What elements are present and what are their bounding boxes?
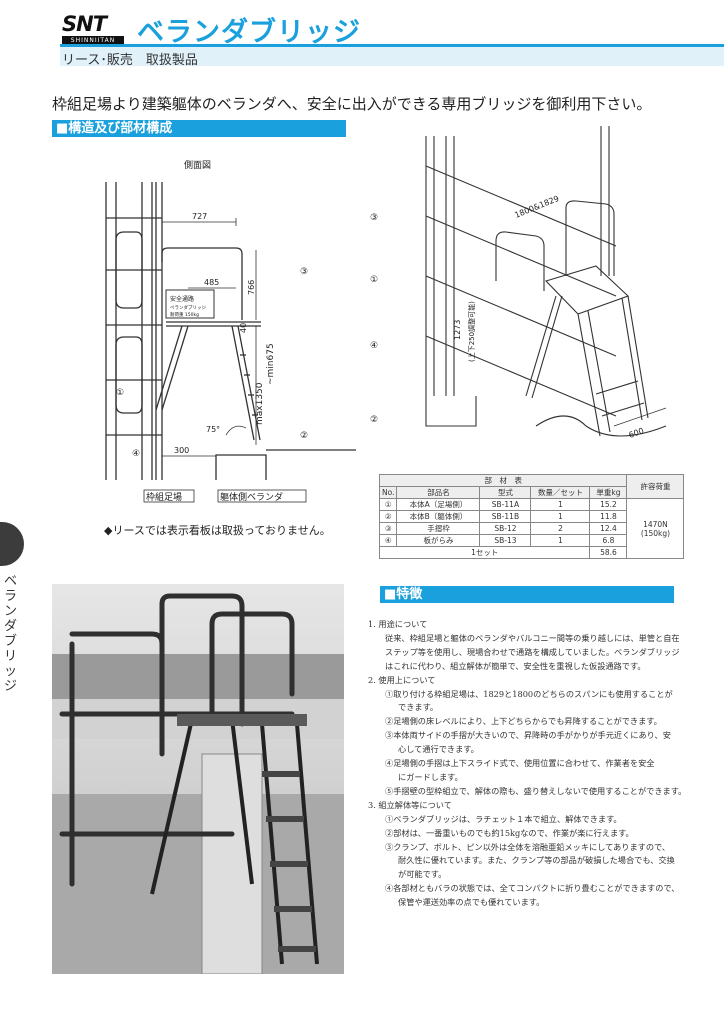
label-scaffold: 枠組足場 (146, 491, 182, 503)
dim-height: 1273 (453, 320, 462, 340)
features-item-cont: が可能です。 (398, 869, 447, 880)
features-item: ④各部材ともバラの状態では、全てコンパクトに折り畳むことができますので、 (385, 883, 680, 894)
side-tab (0, 522, 24, 566)
features-item-cont: 耐久性に優れています。また、クランプ等の部品が破損した場合でも、交換 (398, 855, 675, 866)
col-weight: 単重kg (589, 486, 628, 499)
dim-min: ~min675 (266, 343, 276, 385)
callout-3: ③ (300, 267, 308, 277)
side-tab-char: リ (4, 649, 18, 664)
sign-line-3: 耐荷重 150kg (170, 311, 199, 318)
dim-727: 727 (192, 212, 207, 221)
iso-callout-1: ① (370, 275, 378, 285)
brand-logo: SNT SHINNIITAN (62, 12, 124, 45)
callout-4: ④ (132, 449, 140, 459)
header-rule (60, 44, 724, 47)
side-tab-char: ッ (4, 664, 18, 679)
col-name: 部品名 (396, 486, 481, 499)
features-item: ②足場側の床レベルにより、上下どちらからでも昇降することができます。 (385, 716, 662, 727)
load-header: 許容荷重 (626, 474, 685, 499)
side-tab-char: ジ (4, 679, 18, 694)
load-value: 1470N(150kg) (626, 498, 685, 559)
category-bar: リース･販売 取扱製品 (60, 47, 724, 68)
callout-1: ① (116, 388, 124, 398)
features-heading-1: 1. 用途について (368, 619, 428, 629)
features-item: ③本体両サイドの手摺が大きいので、昇降時の手がかりが手元近くにあり、安 (385, 730, 671, 741)
iso-callout-4: ④ (370, 341, 378, 351)
features-item: ③クランプ、ボルト、ピン以外は全体を溶融亜鉛メッキにしてありますので、 (385, 841, 671, 852)
features-para-line: 従来、枠組足場と軀体のベランダやバルコニー間等の乗り越しには、単管と自在 (385, 632, 680, 643)
features-para-line: はこれに代わり、組立解体が簡単で、安全性を重視した仮設通路です。 (385, 660, 646, 671)
category-label: リース･販売 取扱製品 (62, 53, 198, 68)
dim-485: 485 (204, 278, 219, 287)
section-heading-structure: ■構造及び部材構成 (52, 120, 346, 137)
col-qty: 数量／セット (530, 486, 591, 499)
col-no: No. (378, 486, 398, 499)
features-item: ①ベランダブリッジは、ラチェット１本で組立、解体できます。 (385, 813, 622, 824)
iso-callout-3: ③ (370, 213, 378, 223)
features-item: ⑤手摺壁の型枠組立で、解体の際も、盛り替えしないで使用することができます。 (385, 785, 687, 796)
dim-40: 40 (239, 323, 248, 333)
dim-766: 766 (247, 280, 256, 295)
callout-2: ② (300, 431, 308, 441)
features-item-cont: できます。 (398, 702, 439, 713)
features-heading-3: 3. 組立解体等について (368, 799, 452, 810)
side-tab-char: ダ (4, 619, 18, 634)
dim-width: 600 (628, 426, 645, 440)
side-tab-char: ン (4, 604, 18, 619)
side-tab-char: ベ (4, 574, 18, 589)
page-title: ベランダブリッジ (137, 17, 361, 48)
features-item: ②部材は、一番重いものでも約15kgなので、作業が楽に行えます。 (385, 827, 634, 838)
features-text: 1. 用途について 従来、枠組足場と軀体のベランダやバルコニー間等の乗り越しには… (368, 618, 698, 910)
features-item: ①取り付ける枠組足場は、1829と1800のどちらのスパンにも使用することが (385, 688, 673, 699)
features-para-line: ステップ等を使用し、現場合わせで通路を構成していました。ベランダブリッジ (385, 646, 680, 657)
dim-max: max1350 (255, 382, 265, 425)
dim-height-note: (上下250調整可能) (467, 301, 476, 362)
logo-subtext: SHINNIITAN (62, 36, 124, 45)
dim-300: 300 (174, 446, 189, 455)
product-photo (52, 584, 344, 974)
logo-mark: SNT (62, 12, 107, 36)
label-veranda: 軀体側ベランダ (220, 491, 283, 503)
iso-view-drawing: 1800&1829 1273 (上下250調整可能) 600 ③ ① ④ ② (370, 126, 667, 440)
parts-table-caption: 部 材 表 (378, 474, 628, 487)
side-tab-char: ラ (4, 589, 18, 604)
lead-text: 枠組足場より建築軀体のベランダへ、安全に出入ができる専用ブリッジを御利用下さい。 (52, 95, 652, 113)
iso-callout-2: ② (370, 415, 378, 425)
col-model: 型式 (479, 486, 532, 499)
features-item: ④足場側の手摺は上下スライド式で、使用位置に合わせて、作業者を安全 (385, 758, 655, 769)
features-item-cont: 保管や運送効率の点でも優れています。 (398, 897, 545, 908)
side-view-caption: 側面図 (184, 159, 211, 171)
side-tab-label: ベランダブリッジ (4, 574, 20, 694)
safety-sign (165, 289, 215, 319)
features-heading-2: 2. 使用上について (368, 674, 436, 685)
dim-span: 1800&1829 (513, 194, 560, 220)
side-tab-char: ブ (4, 634, 18, 649)
sign-line-1: 安全通路 (170, 295, 194, 303)
features-item-cont: にガードします。 (398, 771, 463, 782)
section-heading-features: ■特徴 (380, 586, 674, 603)
sign-line-2: ベランダブリッジ (170, 304, 206, 311)
lease-note: ◆リースでは表示看板は取扱っておりません。 (104, 524, 331, 537)
dim-angle: 75° (206, 425, 220, 434)
table-row-total: 1セット 58.6 (378, 546, 684, 559)
side-view-drawing: 側面図 (105, 159, 356, 503)
features-item-cont: 心して通行できます。 (398, 744, 479, 755)
